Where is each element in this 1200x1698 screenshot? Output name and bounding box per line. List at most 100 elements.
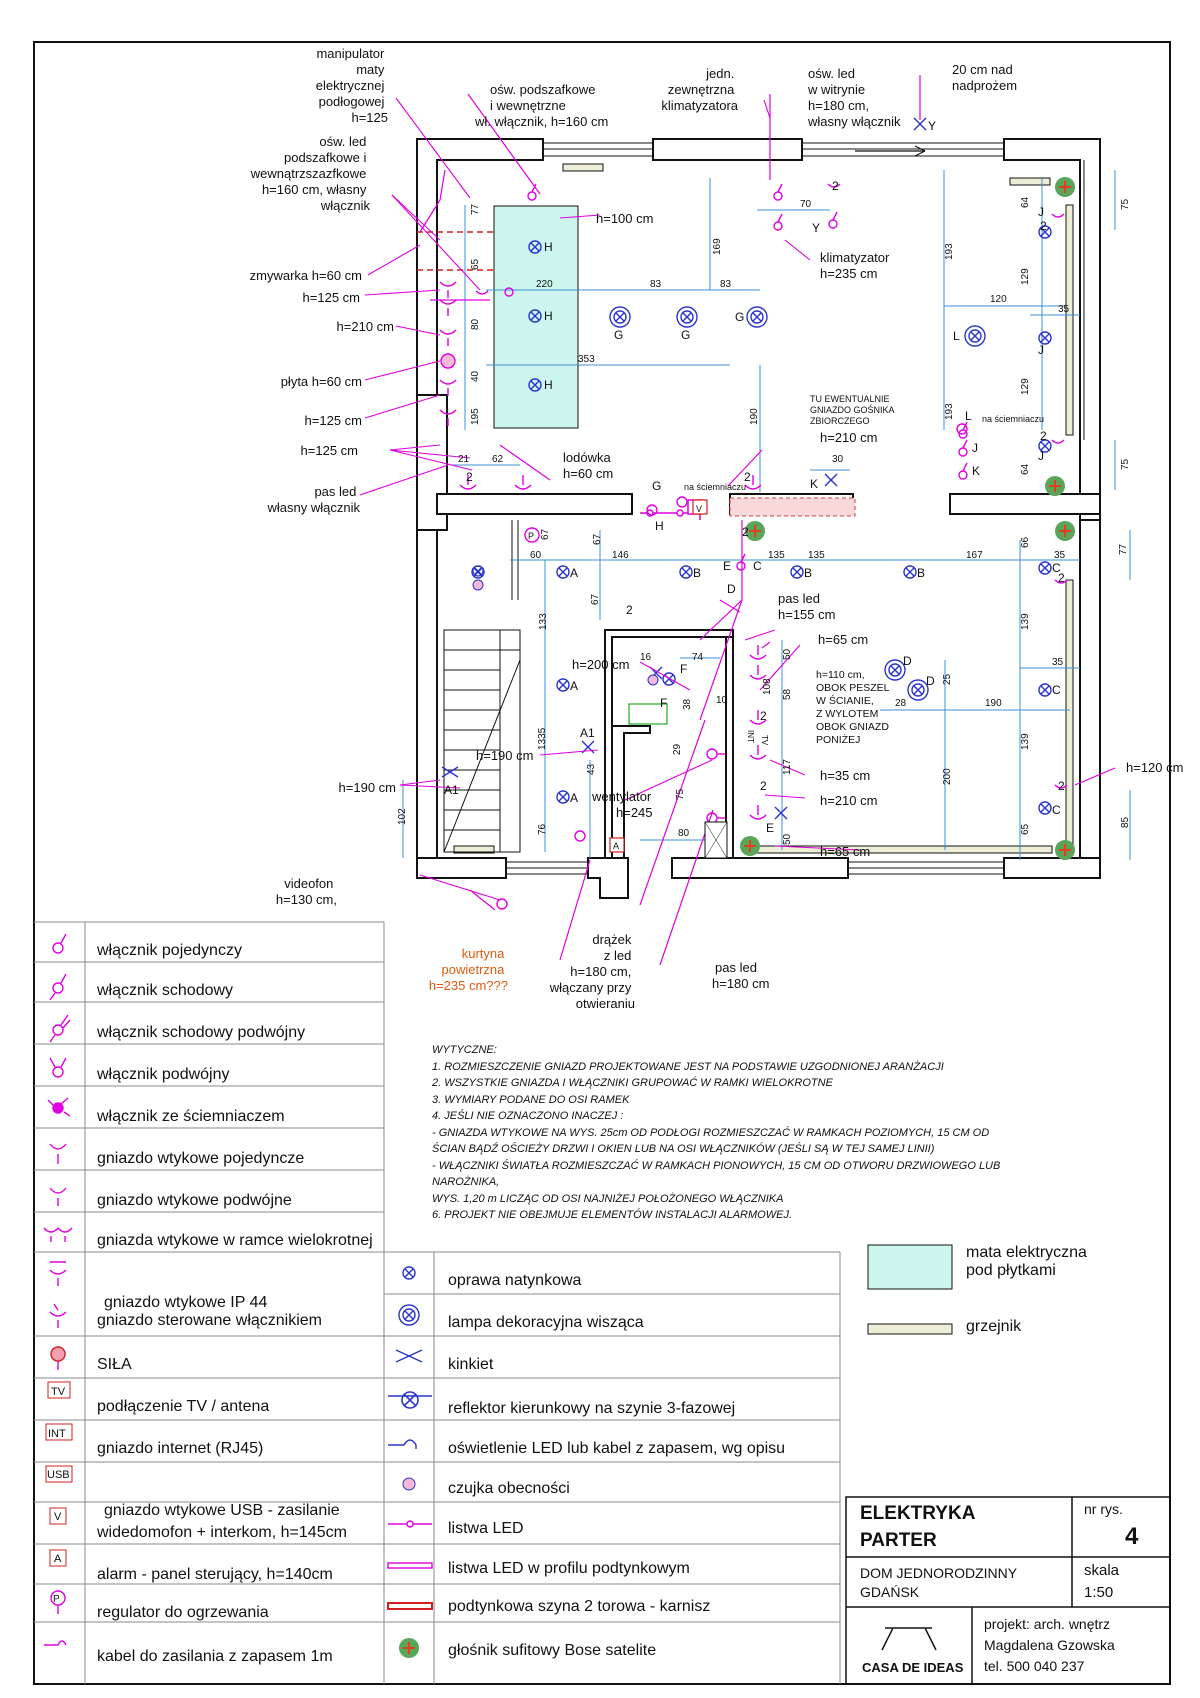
- legend-item-heating-mat: mata elektryczna pod płytkami: [966, 1244, 1087, 1279]
- annotation-h100: h=100 cm: [596, 211, 653, 226]
- ceiling-lights: [471, 225, 1052, 815]
- title-block-frame: [845, 1496, 1171, 1685]
- annotation-videophone: videofon h=130 cm,: [276, 876, 337, 907]
- guideline-4b: - WŁĄCZNIKI ŚWIATŁA ROZMIESZCZAĆ W RAMKA…: [432, 1159, 1001, 1189]
- svg-text:K: K: [972, 464, 980, 478]
- annotation-h110-conduit: h=110 cm, OBOK PESZEL W ŚCIANIE, Z WYLOT…: [816, 669, 892, 746]
- svg-text:139: 139: [1020, 613, 1031, 630]
- svg-text:2: 2: [744, 470, 751, 484]
- annotation-speaker-socket: TU EWENTUALNIE GNIAZDO GOŚNIKA ZBIORCZEG…: [810, 394, 897, 426]
- svg-text:2: 2: [626, 603, 633, 617]
- annotation-dishwasher: zmywarka h=60 cm: [250, 268, 362, 283]
- svg-text:J: J: [1038, 205, 1044, 219]
- light-H1: [528, 240, 542, 254]
- svg-text:50: 50: [782, 833, 793, 845]
- svg-text:80: 80: [678, 828, 690, 839]
- annotation-h35: h=35 cm: [820, 768, 870, 783]
- project-location: GDAŃSK: [860, 1584, 920, 1600]
- legend-item-double-switch: włącznik podwójny: [97, 1066, 230, 1083]
- svg-text:200: 200: [942, 768, 953, 785]
- annotation-h190-a: h=190 cm: [476, 748, 533, 763]
- svg-text:129: 129: [1020, 268, 1031, 285]
- svg-text:J: J: [972, 441, 978, 455]
- ip44-socket-icon: [49, 1261, 67, 1286]
- svg-text:G: G: [735, 310, 744, 324]
- radiators: [453, 163, 1074, 854]
- legend-item-double-staircase-switch: włącznik schodowy podwójny: [97, 1024, 306, 1041]
- svg-text:2: 2: [1058, 571, 1065, 585]
- annotation-h210-b: h=210 cm: [820, 430, 877, 445]
- light-C1: [1038, 561, 1052, 575]
- guideline-4c: WYS. 1,20 m LICZĄC OD OSI NAJNIŻEJ POŁOŻ…: [432, 1192, 784, 1205]
- annotation-h190-b: h=190 cm: [339, 780, 396, 795]
- svg-text:B: B: [693, 566, 701, 580]
- dimension-lines: [402, 170, 1131, 860]
- led-strip-icon: [388, 1520, 432, 1528]
- legend-item-led-strip: listwa LED: [448, 1520, 524, 1537]
- svg-text:169: 169: [712, 238, 723, 255]
- svg-text:43: 43: [586, 763, 597, 775]
- svg-text:D: D: [727, 582, 736, 596]
- svg-text:76: 76: [537, 823, 548, 835]
- pendant-G3: [746, 306, 768, 328]
- svg-text:F: F: [680, 662, 687, 676]
- svg-text:135: 135: [768, 550, 785, 561]
- svg-text:2: 2: [760, 709, 767, 723]
- heating-regulator-icon: [50, 1590, 66, 1614]
- annotation-h125-c: h=125 cm: [301, 443, 358, 458]
- svg-text:E: E: [766, 821, 774, 835]
- svg-text:2: 2: [466, 470, 473, 484]
- led-profile-icon: [387, 1562, 433, 1569]
- double-socket-icon: [49, 1187, 67, 1206]
- annotation-ac-outdoor: jedn. zewnętrzna klimatyzatora: [661, 66, 738, 113]
- svg-text:C: C: [753, 559, 762, 573]
- speaker-2: [1045, 476, 1065, 496]
- usb-socket-icon: USB: [47, 1469, 70, 1481]
- svg-text:75: 75: [675, 788, 686, 800]
- speaker-5: [1055, 840, 1075, 860]
- svg-text:75: 75: [1120, 198, 1131, 210]
- svg-text:Y: Y: [812, 221, 820, 235]
- surface-light-icon: [402, 1266, 416, 1280]
- led-cable-icon: [388, 1439, 417, 1449]
- legend-item-presence-sensor: czujka obecności: [448, 1480, 570, 1497]
- guideline-2: 2. WSZYSTKIE GNIAZDA I WŁĄCZNIKI GRUPOWA…: [432, 1077, 833, 1089]
- svg-text:129: 129: [1020, 378, 1031, 395]
- speaker-1: [1055, 177, 1075, 197]
- svg-text:J: J: [1038, 343, 1044, 357]
- svg-text:193: 193: [944, 403, 955, 420]
- power-socket-icon: [50, 1346, 66, 1370]
- light-J2: [1038, 331, 1052, 345]
- legend-item-radiator: grzejnik: [966, 1318, 1022, 1335]
- svg-text:Y: Y: [928, 119, 936, 133]
- svg-text:120: 120: [990, 294, 1007, 305]
- ceiling-speaker-icon: [399, 1638, 419, 1658]
- legend-item-heating-regulator: regulator do ogrzewania: [97, 1604, 269, 1621]
- legend-item-ceiling-speaker: głośnik sufitowy Bose satelite: [448, 1642, 657, 1659]
- svg-text:TV: TV: [760, 735, 769, 746]
- track-spotlight-icon: [388, 1391, 432, 1409]
- svg-text:30: 30: [832, 454, 844, 465]
- pendant-G1: [609, 306, 631, 328]
- staircase: [443, 520, 521, 853]
- svg-text:2: 2: [742, 525, 749, 539]
- svg-text:135: 135: [808, 550, 825, 561]
- light-C3: [1038, 801, 1052, 815]
- project-name: DOM JEDNORODZINNY: [860, 1565, 1018, 1581]
- svg-text:25: 25: [942, 673, 953, 685]
- guideline-4: 4. JEŚLI NIE OZNACZONO INACZEJ :: [432, 1110, 624, 1122]
- company-logo-text: CASA DE IDEAS: [862, 1660, 964, 1675]
- svg-text:66: 66: [1020, 536, 1031, 548]
- svg-text:B: B: [917, 566, 925, 580]
- alarm-panel-icon: A: [54, 1553, 62, 1565]
- scale-label: skala: [1084, 1562, 1120, 1579]
- svg-text:195: 195: [470, 408, 481, 425]
- svg-text:190: 190: [985, 698, 1002, 709]
- curtain-rail: [417, 231, 494, 271]
- svg-text:50: 50: [782, 648, 793, 660]
- svg-text:193: 193: [944, 243, 955, 260]
- svg-text:353: 353: [578, 354, 595, 365]
- legend-item-usb: gniazdo wtykowe USB - zasilanie: [104, 1502, 340, 1519]
- videophone-icon: V: [54, 1511, 62, 1523]
- svg-text:60: 60: [530, 550, 542, 561]
